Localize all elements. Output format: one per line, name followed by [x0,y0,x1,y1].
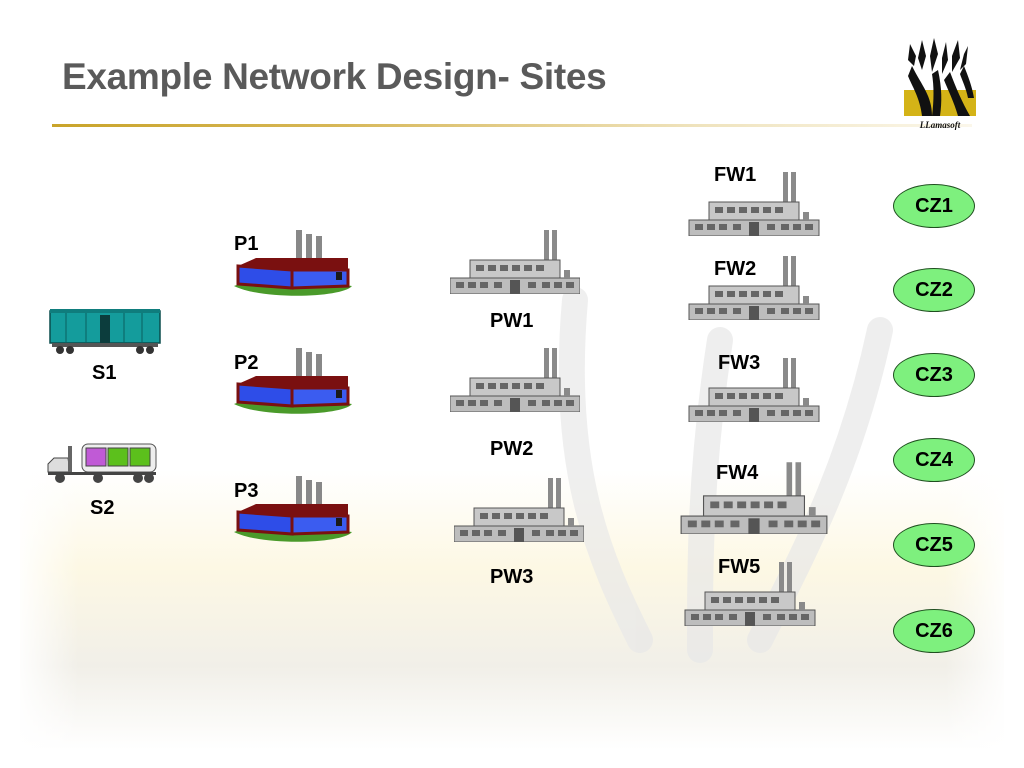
warehouse-icon [680,462,828,534]
plant-label-p3: P3 [234,480,259,502]
field-warehouse-label-fw4: FW4 [716,462,759,484]
plant-label-p1: P1 [234,233,259,255]
warehouse-icon [450,348,580,412]
customer-zone-cz4: CZ4 [893,438,975,482]
warehouse-icon [684,562,816,626]
customer-zone-cz6: CZ6 [893,609,975,653]
customer-zone-cz3: CZ3 [893,353,975,397]
field-warehouse-label-fw1: FW1 [714,164,757,186]
supplier-label-s1: S1 [92,362,117,384]
plant-warehouse-label-pw3: PW3 [490,566,534,588]
tanker-truck-icon [47,443,157,483]
llamasoft-logo: LLamasoft [904,38,976,130]
boxcar-icon [49,309,161,354]
warehouse-icon [454,478,584,542]
field-warehouse-label-fw2: FW2 [714,258,757,280]
customer-zone-cz5: CZ5 [893,523,975,567]
plant-icon [234,348,352,414]
customer-zone-cz2: CZ2 [893,268,975,312]
plant-warehouse-label-pw2: PW2 [490,438,534,460]
slide-title: Example Network Design- Sites [62,56,607,97]
warehouse-icon [688,256,820,320]
plant-icon [234,230,352,296]
customer-zone-cz1: CZ1 [893,184,975,228]
title-divider [52,124,972,127]
field-warehouse-label-fw3: FW3 [718,352,761,374]
plant-icon [234,476,352,542]
supplier-label-s2: S2 [90,497,115,519]
warehouse-icon [450,230,580,294]
plant-label-p2: P2 [234,352,259,374]
plant-warehouse-label-pw1: PW1 [490,310,534,332]
logo-text: LLamasoft [919,120,961,130]
warehouse-icon [688,358,820,422]
warehouse-icon [688,172,820,236]
field-warehouse-label-fw5: FW5 [718,556,761,578]
